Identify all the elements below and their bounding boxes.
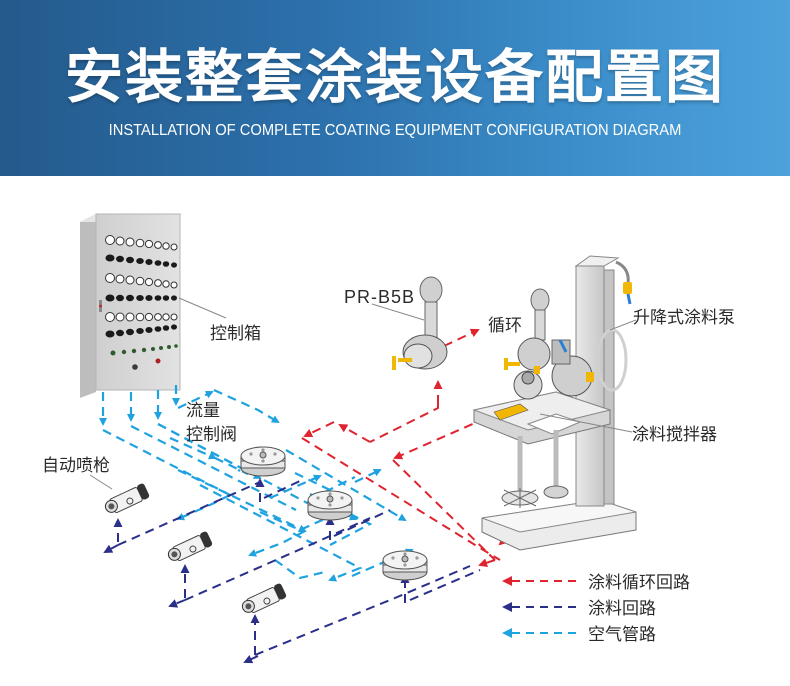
label-control-box: 控制箱 [210,324,261,344]
auto-spray-gun-3 [241,583,287,614]
label-flow-valve-line1: 流量 [186,401,220,421]
knobs-row-1 [105,254,177,268]
auto-spray-gun-2 [167,531,213,562]
flow-control-valve-2 [307,490,353,521]
legend-item-air: 空气管路 [500,620,700,646]
label-pump-model: PR-B5B [344,287,416,307]
mixer-blade [501,488,539,508]
label-flow-valve-line2: 控制阀 [186,425,237,445]
page-title: 安装整套涂装设备配置图 [64,43,725,111]
label-lift-pump: 升降式涂料泵 [633,308,735,328]
page-subtitle: INSTALLATION OF COMPLETE COATING EQUIPME… [108,122,682,139]
legend-label: 涂料循环回路 [588,573,690,593]
gauges-row-1 [105,235,178,251]
pr-b5b-leader [371,303,425,321]
gauges-row-3 [105,312,178,322]
equipment-diagram: 控制箱 PR-B5B 循环 升降式涂料泵 流量 控制阀 涂料搅拌器 自动喷枪 [0,176,790,686]
pr-b5b-pump [371,276,448,370]
mixer-leader [539,413,633,433]
spray-gun-leader [89,474,113,490]
knobs-row-2 [105,294,177,302]
knobs-row-3 [105,324,177,338]
lift-pump-leader [609,319,637,331]
indicator-lamps [110,344,178,370]
control-box [80,213,227,398]
diagram-canvas [80,213,637,664]
header-banner: 安装整套涂装设备配置图 INSTALLATION OF COMPLETE COA… [0,0,790,176]
control-box-leader [178,297,227,319]
gauges-row-2 [105,273,178,289]
legend-item-paint-return: 涂料回路 [500,594,700,620]
legend-item-paint-circulation: 涂料循环回路 [500,568,700,594]
legend-line-blue [502,628,582,638]
legend-line-red [502,576,582,586]
legend-line-navy [502,602,582,612]
flow-control-valve-1 [240,446,286,477]
label-paint-mixer: 涂料搅拌器 [632,425,717,445]
auto-spray-gun-1 [104,483,150,514]
lift-paint-pump [472,255,637,551]
label-circulation: 循环 [488,316,522,336]
label-auto-spray-gun: 自动喷枪 [42,456,110,476]
legend-label: 涂料回路 [588,599,656,619]
paint-return-lines [103,478,481,664]
flow-control-valve-3 [382,550,428,581]
legend-label: 空气管路 [588,625,656,645]
air-lines [99,385,414,582]
